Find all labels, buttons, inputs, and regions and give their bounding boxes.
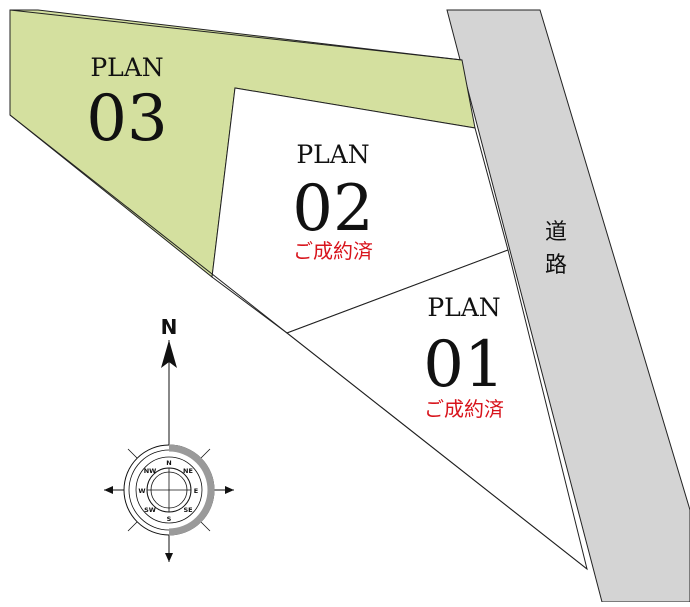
plan-02-status: ご成約済 [293,239,373,263]
compass-ring-se: SE [183,506,192,514]
compass-ring-ne: NE [183,467,193,475]
boundary-left [9,114,588,570]
road [446,9,690,603]
compass-ring-e: E [194,487,198,495]
plan-01-word: PLAN [427,293,500,322]
plan-01-status: ご成約済 [424,397,504,421]
compass-ring-n: N [166,459,171,467]
compass-ring-s: S [167,515,172,523]
compass-ring-nw: NW [144,467,157,475]
plan-01-number: 01 [423,328,504,402]
compass-ring-w: W [138,487,145,495]
road-label-2: 路 [545,253,567,278]
plan-02-word: PLAN [296,140,369,169]
compass-icon: N N NE E SE S SW W NW [104,315,234,562]
plan-02-number: 02 [292,172,373,246]
road-label-1: 道 [545,220,567,245]
plan-03-number: 03 [86,82,167,156]
compass-ring-sw: SW [144,506,156,514]
north-arrow-icon [161,340,177,368]
boundary-top [9,9,463,61]
compass-north-label: N [161,315,178,339]
plan-03-word: PLAN [90,53,163,82]
